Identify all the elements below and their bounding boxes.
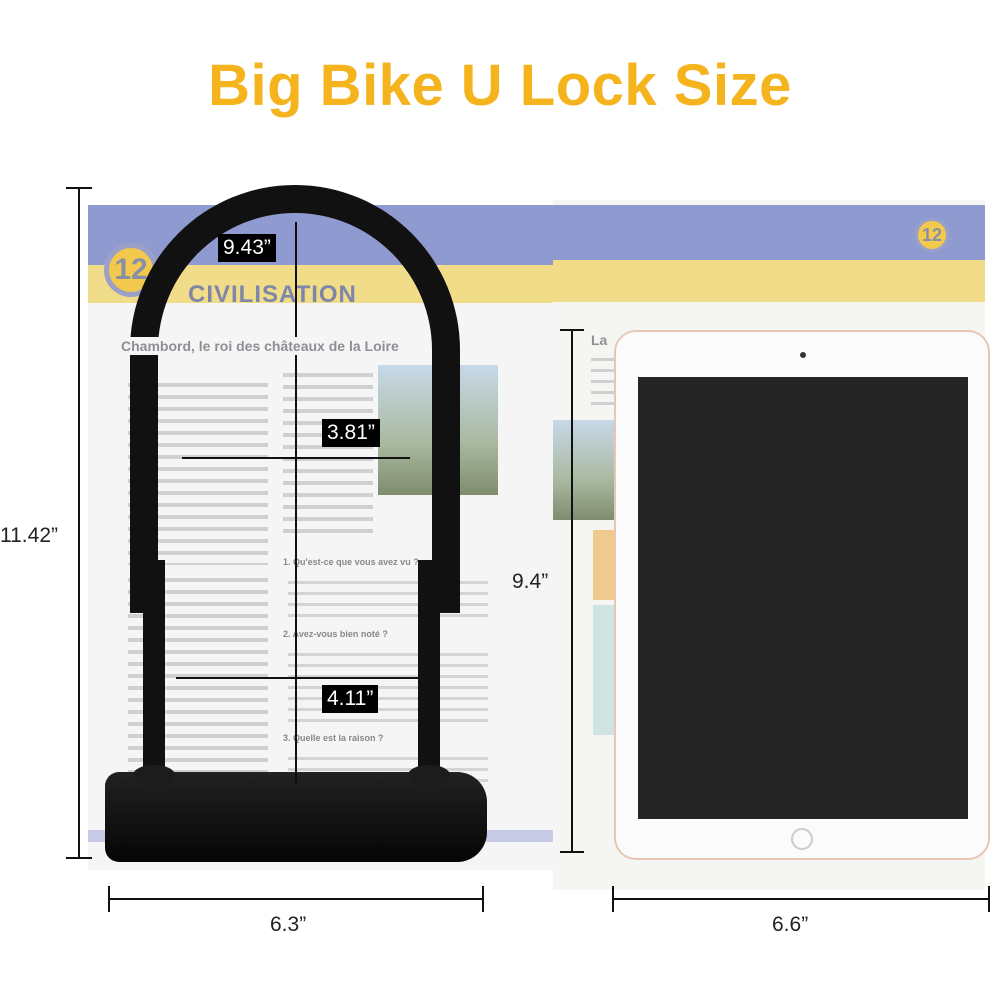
question-2: 2. Avez-vous bien noté ? — [283, 629, 388, 639]
title: Big Bike U Lock Size — [208, 53, 792, 118]
dimension-cap — [988, 886, 990, 912]
dimension-cap — [108, 886, 110, 912]
tablet-screen — [638, 377, 968, 819]
lock-crossbar — [105, 772, 487, 862]
inner-height-line — [295, 222, 297, 784]
section-band — [553, 260, 985, 302]
lock-collar-right — [408, 765, 450, 785]
header-band — [553, 205, 985, 260]
lock-total-height-label: 11.42” — [0, 524, 58, 547]
dimension-cap — [560, 329, 584, 331]
tablet — [614, 330, 990, 860]
right-chapter-number: 12 — [915, 218, 949, 252]
lock-shackle-right-bar — [418, 560, 440, 790]
sidebar-box — [593, 530, 615, 600]
tablet-camera — [800, 352, 806, 358]
inner-width-bottom-line — [176, 677, 420, 679]
inner-width-top-line — [182, 457, 410, 459]
dimension-cap — [612, 886, 614, 912]
inner-width-bottom-label: 4.11” — [322, 685, 379, 713]
home-button — [791, 828, 813, 850]
lock-collar-left — [133, 765, 175, 785]
question-3: 3. Quelle est la raison ? — [283, 733, 384, 743]
dimension-cap — [482, 886, 484, 912]
dimension-cap — [66, 857, 92, 859]
tablet-width-label: 6.6” — [772, 913, 809, 936]
tablet-height-label: 9.4” — [512, 570, 549, 593]
inner-height-label: 9.43” — [218, 234, 276, 262]
page-heading: Chambord, le roi des châteaux de la Loir… — [118, 337, 402, 355]
lock-width-line — [109, 898, 483, 900]
sidebar-box — [593, 605, 615, 735]
inner-width-top-label: 3.81” — [322, 419, 380, 447]
tree-photo — [553, 420, 615, 520]
tablet-height-line — [571, 330, 573, 852]
answer-lines — [288, 645, 488, 725]
lock-total-width-label: 6.3” — [270, 913, 307, 936]
lock-height-line — [78, 188, 80, 858]
lock-shackle-left-bar — [143, 560, 165, 790]
dimension-cap — [66, 187, 92, 189]
right-heading: La — [591, 332, 608, 348]
tablet-width-line — [613, 898, 989, 900]
dimension-cap — [560, 851, 584, 853]
